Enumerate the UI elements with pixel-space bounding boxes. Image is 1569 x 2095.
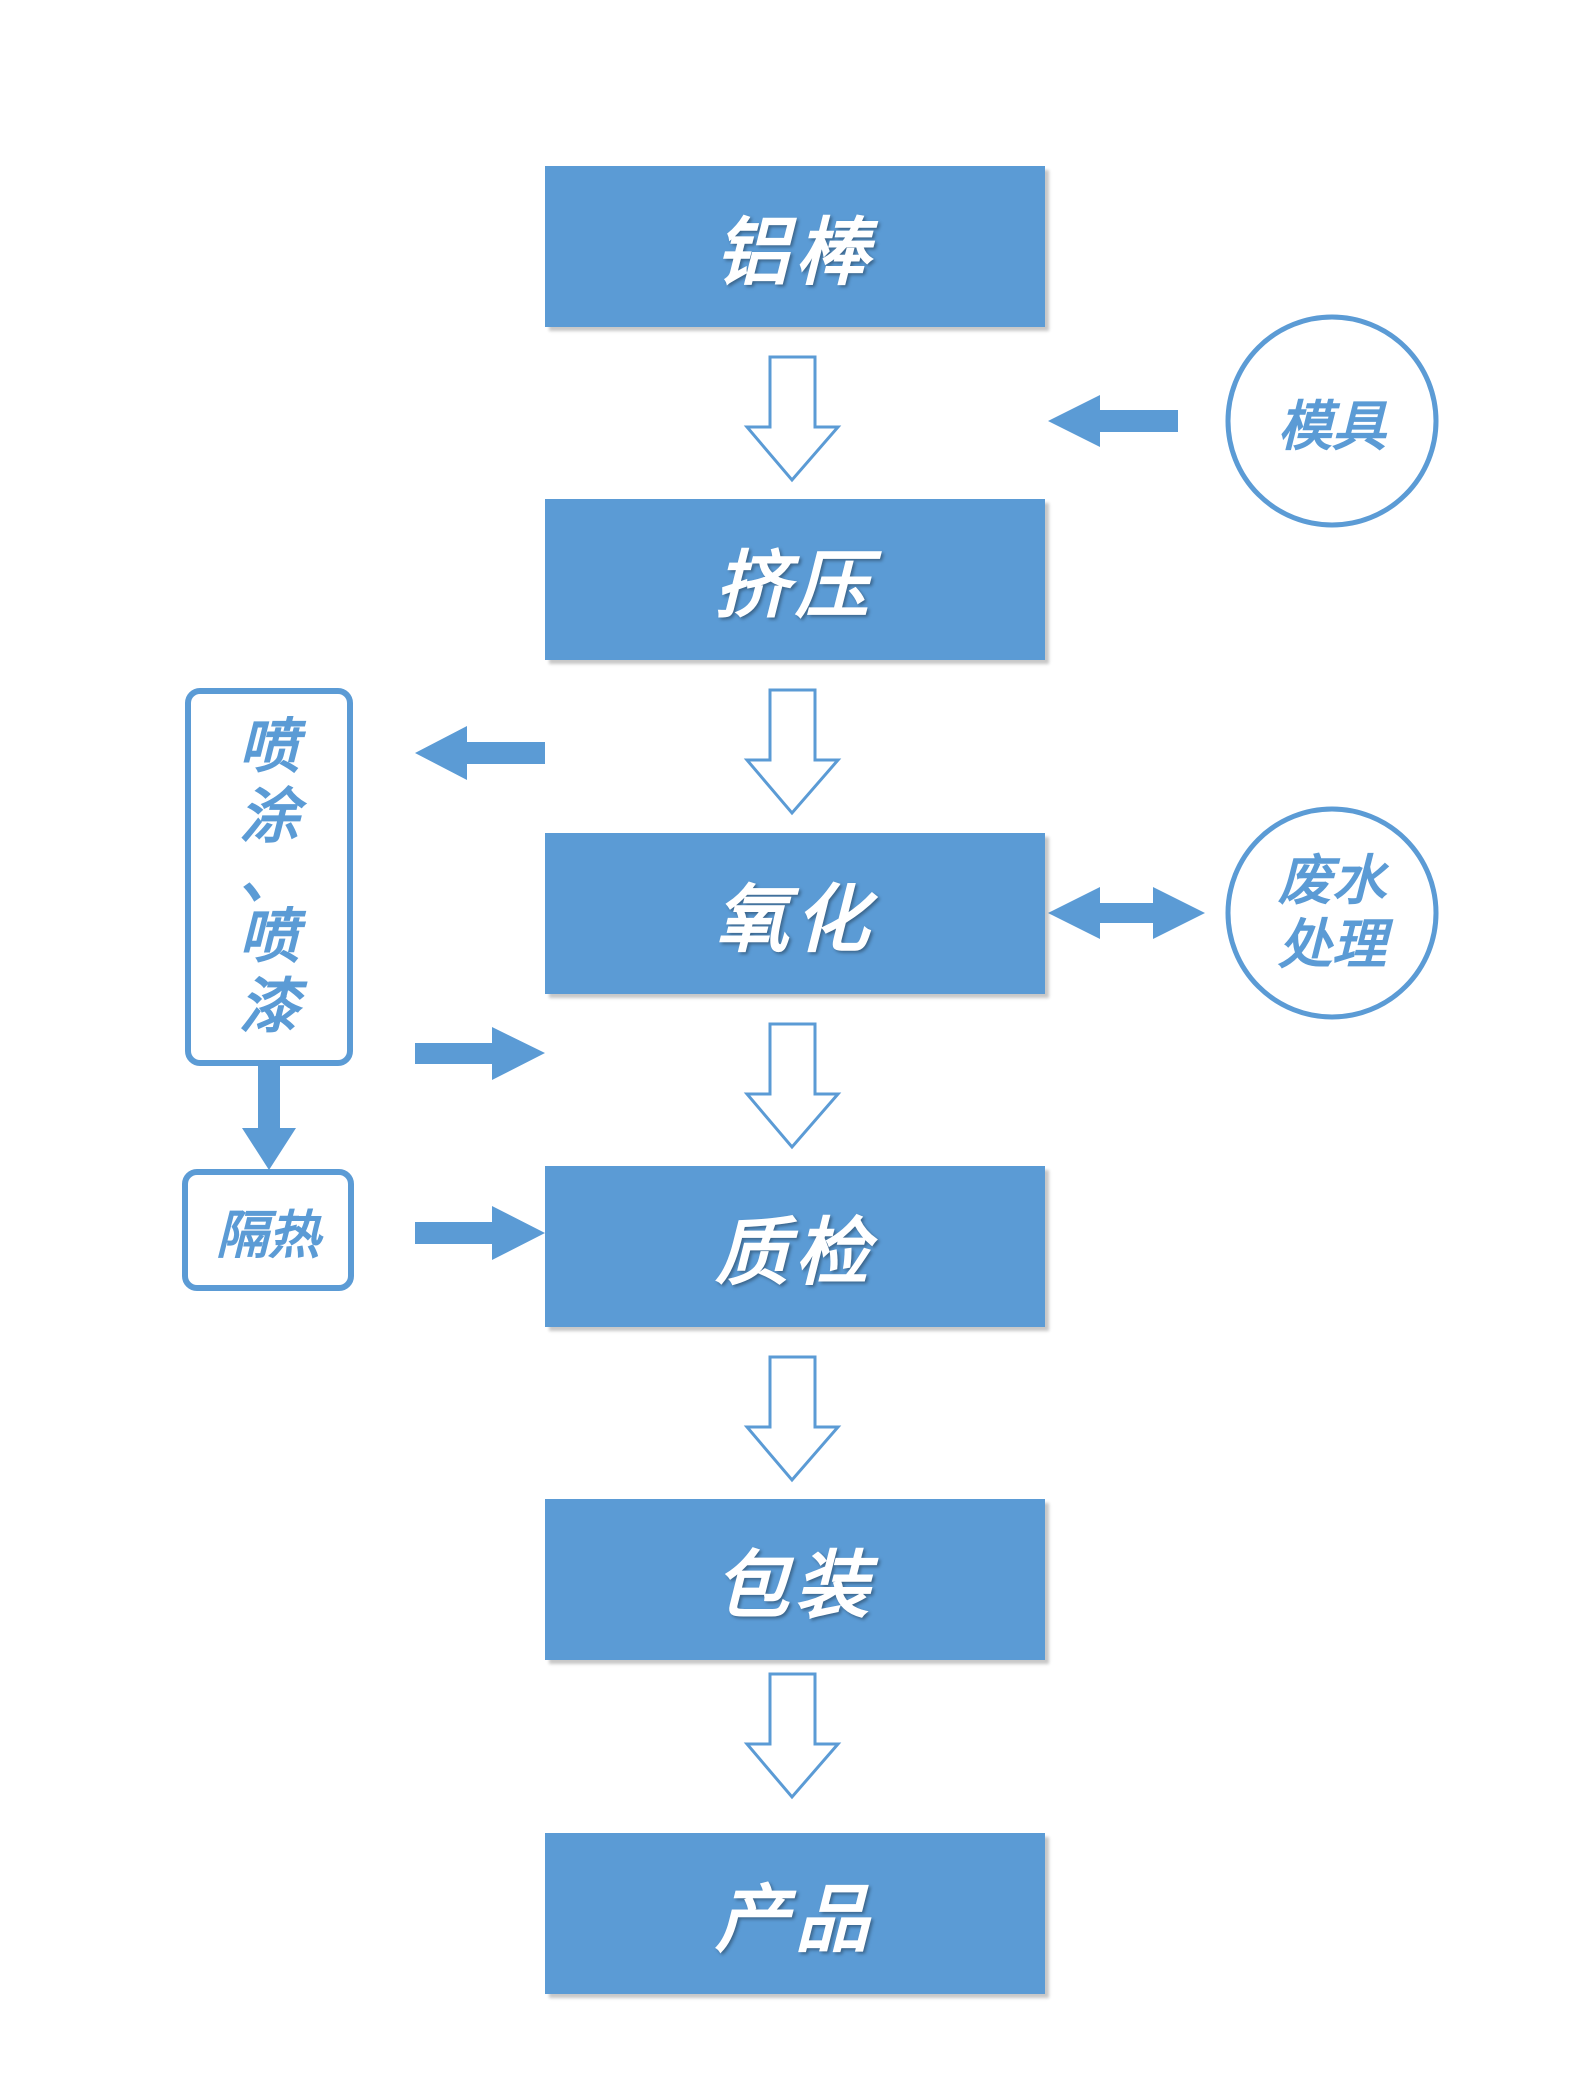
spray-to-main-arrow <box>415 1027 545 1080</box>
spray-char: 喷 <box>239 902 299 972</box>
spray-label: 喷 涂 、 喷 漆 <box>188 712 350 1044</box>
step-label: 产品 <box>715 1877 875 1963</box>
mold-label: 模具 <box>1228 372 1436 470</box>
spray-char: 漆 <box>239 972 299 1042</box>
step-aluminum-rod: 铝棒 <box>545 166 1045 327</box>
step-label: 包装 <box>715 1543 875 1629</box>
wastewater-circle <box>1225 806 1439 1020</box>
insulation-label: 隔热 <box>185 1172 351 1288</box>
spray-char: 喷 <box>239 712 299 782</box>
spray-char: 、 <box>239 842 299 912</box>
down-arrows <box>743 355 842 1800</box>
mold-circle <box>1225 314 1439 528</box>
step-label: 质检 <box>715 1210 875 1296</box>
wastewater-text-line2: 处理 <box>1278 913 1386 976</box>
step-product: 产品 <box>545 1833 1045 1994</box>
down-arrow-5 <box>743 1672 842 1800</box>
spray-to-insulation-arrow <box>242 1063 296 1170</box>
insulation-box <box>182 1169 354 1291</box>
insulation-text: 隔热 <box>215 1205 320 1266</box>
insulation-to-quality-arrow <box>415 1206 545 1260</box>
step-oxidation: 氧化 <box>545 833 1045 994</box>
mold-text: 模具 <box>1278 394 1386 458</box>
down-arrow-2 <box>743 688 842 816</box>
mold-to-extrusion-arrow <box>1048 395 1178 447</box>
wastewater-text-line1: 废水 <box>1278 849 1386 912</box>
step-extrusion: 挤压 <box>545 499 1045 660</box>
to-spray-arrow <box>415 726 545 780</box>
step-quality-check: 质检 <box>545 1166 1045 1327</box>
down-arrow-3 <box>743 1022 842 1150</box>
step-label: 铝棒 <box>715 210 875 296</box>
down-arrow-4 <box>743 1355 842 1483</box>
step-label: 氧化 <box>715 877 875 963</box>
spray-char: 涂 <box>239 782 299 852</box>
wastewater-label: 废水 处理 <box>1228 845 1436 981</box>
oxidation-wastewater-arrow <box>1048 887 1205 939</box>
step-packaging: 包装 <box>545 1499 1045 1660</box>
step-label: 挤压 <box>715 543 875 629</box>
down-arrow-1 <box>743 355 842 483</box>
